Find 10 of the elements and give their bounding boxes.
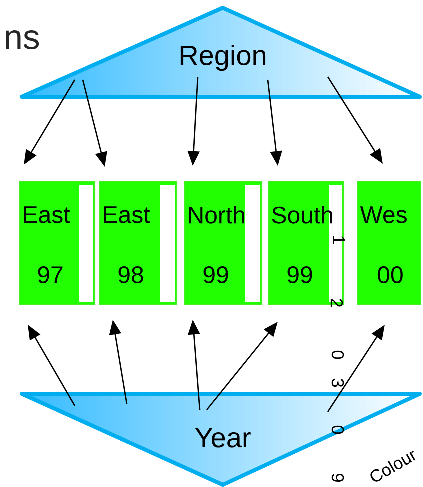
- label-text: 0: [332, 426, 344, 434]
- data-box: East 98: [99, 181, 178, 306]
- data-box: North 99: [184, 181, 263, 306]
- data-box: East 97: [19, 181, 96, 306]
- label-text: 0: [332, 350, 344, 360]
- label-text: 2: [330, 299, 344, 307]
- label-text: 1: [333, 236, 345, 244]
- data-box: Wes 00: [357, 181, 422, 306]
- label-text: 9: [332, 474, 344, 482]
- label-text: 3: [332, 378, 344, 388]
